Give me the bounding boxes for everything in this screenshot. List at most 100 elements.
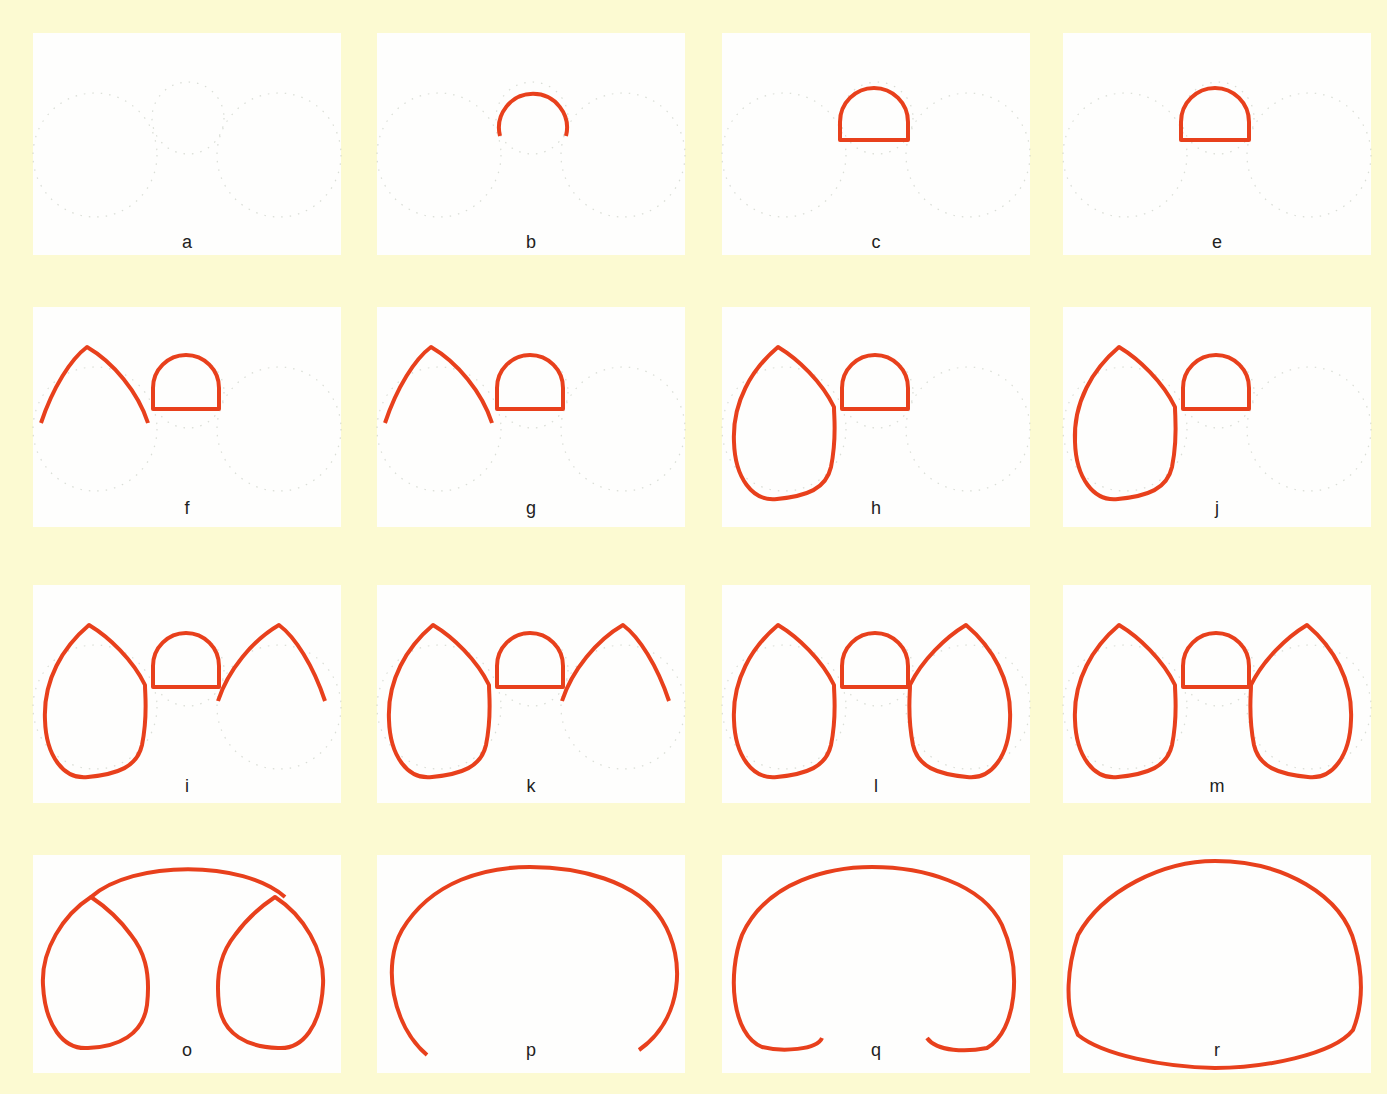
stage-panel (33, 855, 341, 1073)
guide-outline (33, 93, 157, 217)
stage-letter: q (856, 1040, 896, 1060)
stage-panel (722, 855, 1030, 1073)
outline-curve (1075, 625, 1176, 777)
outline-curve (499, 94, 567, 136)
outline-curve (1183, 633, 1249, 687)
panel-ground (722, 855, 1030, 1073)
outline-curve (91, 869, 285, 897)
outline-curve (392, 867, 677, 1055)
outline-curve (1183, 355, 1249, 409)
outline-curve (842, 355, 908, 409)
outline-curve (734, 867, 1014, 1050)
stage-letter: e (1197, 232, 1237, 252)
guide-outline (152, 82, 224, 154)
guide-outline (722, 93, 846, 217)
outline-curve (562, 625, 669, 701)
stage-panel (1063, 585, 1371, 803)
stage-panel (722, 307, 1030, 527)
stage-letter: i (167, 776, 207, 796)
panel-ground (722, 307, 1030, 527)
panel-ground (33, 307, 341, 527)
outline-curve (842, 633, 908, 687)
guide-outline (1247, 367, 1371, 491)
guide-outline (33, 367, 157, 491)
guide-outline (496, 82, 568, 154)
stage-panel (1063, 307, 1371, 527)
stage-panel (1063, 855, 1371, 1073)
guide-outline (1247, 93, 1371, 217)
outline-curve (909, 625, 1010, 777)
outline-curve (1075, 347, 1176, 499)
outline-curve (43, 897, 148, 1048)
guide-outline (1182, 356, 1254, 428)
panel-ground (33, 585, 341, 803)
panel-ground (33, 855, 341, 1073)
stage-letter: k (511, 776, 551, 796)
panel-ground (377, 585, 685, 803)
guide-outline (377, 93, 501, 217)
stage-panel (377, 307, 685, 527)
outline-curve (497, 633, 563, 687)
guide-outline (841, 634, 913, 706)
panel-ground (722, 585, 1030, 803)
guide-outline (496, 356, 568, 428)
outline-curve (1250, 625, 1351, 777)
guide-outline (217, 367, 341, 491)
panel-ground (1063, 855, 1371, 1073)
guide-outline (1182, 82, 1254, 154)
outline-curve (45, 625, 146, 777)
outline-curve (153, 355, 219, 409)
outline-curve (218, 897, 323, 1048)
stage-panel (33, 33, 341, 255)
stage-panel (377, 585, 685, 803)
guide-outline (1063, 93, 1187, 217)
stage-panel (377, 33, 685, 255)
stage-letter: g (511, 498, 551, 518)
outline-curve (497, 355, 563, 409)
outline-curve (1069, 861, 1361, 1068)
stage-letter: p (511, 1040, 551, 1060)
panel-ground (1063, 307, 1371, 527)
stage-letter: m (1197, 776, 1237, 796)
guide-outline (217, 93, 341, 217)
guide-outline (496, 634, 568, 706)
guide-outline (906, 367, 1030, 491)
stage-panel (1063, 33, 1371, 255)
panel-ground (33, 33, 341, 255)
outline-curve (218, 625, 325, 701)
stage-letter: r (1197, 1040, 1237, 1060)
outline-curve (389, 625, 490, 777)
stage-letter: j (1197, 498, 1237, 518)
stage-letter: l (856, 776, 896, 796)
outline-curve (385, 347, 492, 423)
stage-panel (33, 307, 341, 527)
panel-ground (1063, 585, 1371, 803)
panel-ground (377, 307, 685, 527)
guide-outline (841, 82, 913, 154)
outline-curve (840, 88, 908, 140)
stage-panel (722, 585, 1030, 803)
stage-letter: o (167, 1040, 207, 1060)
stage-letter: c (856, 232, 896, 252)
panel-ground (1063, 33, 1371, 255)
guide-outline (841, 356, 913, 428)
panel-ground (722, 33, 1030, 255)
outline-curve (734, 625, 835, 777)
stage-letter: f (167, 498, 207, 518)
outline-curve (1181, 88, 1249, 140)
stage-letter: b (511, 232, 551, 252)
stage-panel (33, 585, 341, 803)
guide-outline (152, 356, 224, 428)
outline-curve (153, 633, 219, 687)
guide-outline (561, 93, 685, 217)
guide-outline (561, 367, 685, 491)
stage-panel (722, 33, 1030, 255)
guide-outline (152, 634, 224, 706)
stage-panel (377, 855, 685, 1073)
guide-outline (377, 367, 501, 491)
guide-outline (1182, 634, 1254, 706)
guide-outline (906, 93, 1030, 217)
outline-curve (41, 347, 148, 423)
panel-ground (377, 33, 685, 255)
outline-curve (734, 347, 835, 499)
